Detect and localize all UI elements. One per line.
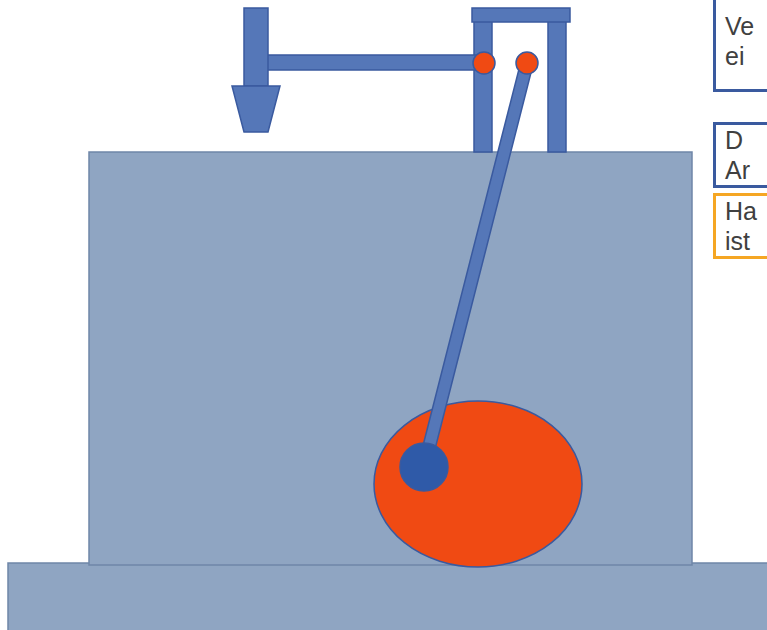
lever-arm bbox=[258, 55, 486, 70]
punch-stem bbox=[244, 8, 268, 86]
pivot-joint bbox=[473, 52, 495, 74]
text-box: Ve ei bbox=[713, 0, 767, 92]
crank-wheel bbox=[374, 401, 582, 567]
text-box: D Ar bbox=[713, 122, 767, 188]
text-box: Ha ist bbox=[713, 193, 767, 259]
frame-top bbox=[472, 8, 570, 22]
connecting-rod-outline bbox=[424, 63, 527, 467]
punch-head bbox=[232, 86, 280, 132]
connecting-rod bbox=[424, 63, 527, 467]
box-text: D Ar bbox=[716, 125, 767, 185]
crank-pin bbox=[400, 443, 448, 491]
box-text: Ha ist bbox=[716, 196, 767, 256]
box-text: Ve ei bbox=[716, 11, 767, 71]
base-plate bbox=[8, 563, 767, 630]
frame-post bbox=[474, 20, 492, 152]
pivot-joint bbox=[516, 52, 538, 74]
frame-post bbox=[548, 20, 566, 152]
